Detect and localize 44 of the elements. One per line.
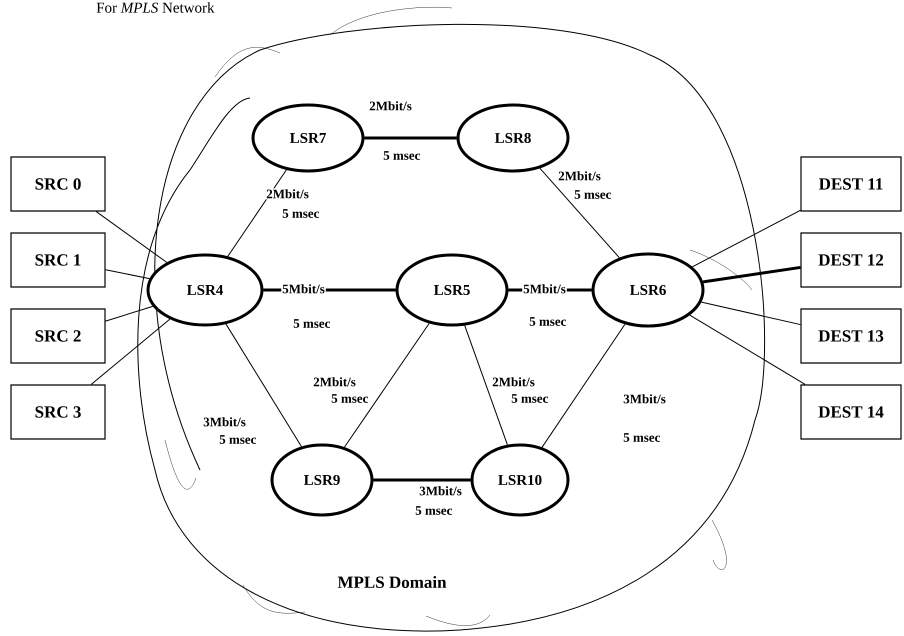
host-box: DEST 12 (800, 232, 902, 288)
link-line (700, 302, 801, 326)
link-line (227, 169, 287, 257)
edge-label: 2Mbit/s (265, 188, 310, 200)
edge-label: 5Mbit/s (281, 283, 326, 294)
link-line (374, 478, 470, 482)
link-line (692, 210, 801, 268)
link-line (226, 324, 302, 448)
link-line (702, 266, 801, 284)
host-box: SRC 3 (10, 384, 106, 440)
delay-label: 5 msec (292, 318, 332, 329)
delay-label: 5 msec (218, 434, 258, 445)
edge-label: 3Mbit/s (202, 416, 247, 428)
delay-label: 5 msec (510, 393, 550, 404)
link-line (364, 136, 456, 140)
edge-label: 2Mbit/s (368, 100, 413, 112)
edge-label: 2Mbit/s (312, 376, 357, 388)
link-line (689, 314, 806, 385)
link-line (90, 318, 170, 385)
link-line (96, 211, 168, 263)
delay-label: 5 msec (622, 432, 662, 443)
host-box: DEST 11 (800, 156, 902, 212)
link-line (542, 324, 626, 448)
host-box: SRC 1 (10, 232, 106, 288)
host-box: DEST 13 (800, 308, 902, 364)
edge-label: 5Mbit/s (522, 283, 567, 294)
delay-label: 5 msec (382, 150, 422, 161)
link-line (105, 306, 154, 322)
link-line (344, 322, 430, 448)
edge-label: 2Mbit/s (557, 170, 602, 182)
delay-label: 5 msec (573, 189, 612, 200)
delay-label: 5 msec (330, 393, 370, 404)
link-line (539, 168, 620, 258)
edge-label: 3Mbit/s (418, 485, 463, 496)
host-box: SRC 0 (10, 156, 106, 212)
host-box: DEST 14 (800, 384, 902, 440)
edge-label: 2Mbit/s (491, 376, 536, 388)
edge-label: 3Mbit/s (622, 393, 667, 404)
delay-label: 5 msec (528, 316, 568, 327)
delay-label: 5 msec (281, 208, 320, 219)
link-line (105, 269, 150, 280)
link-line (464, 325, 508, 446)
host-box: SRC 2 (10, 308, 106, 364)
delay-label: 5 msec (414, 505, 454, 516)
